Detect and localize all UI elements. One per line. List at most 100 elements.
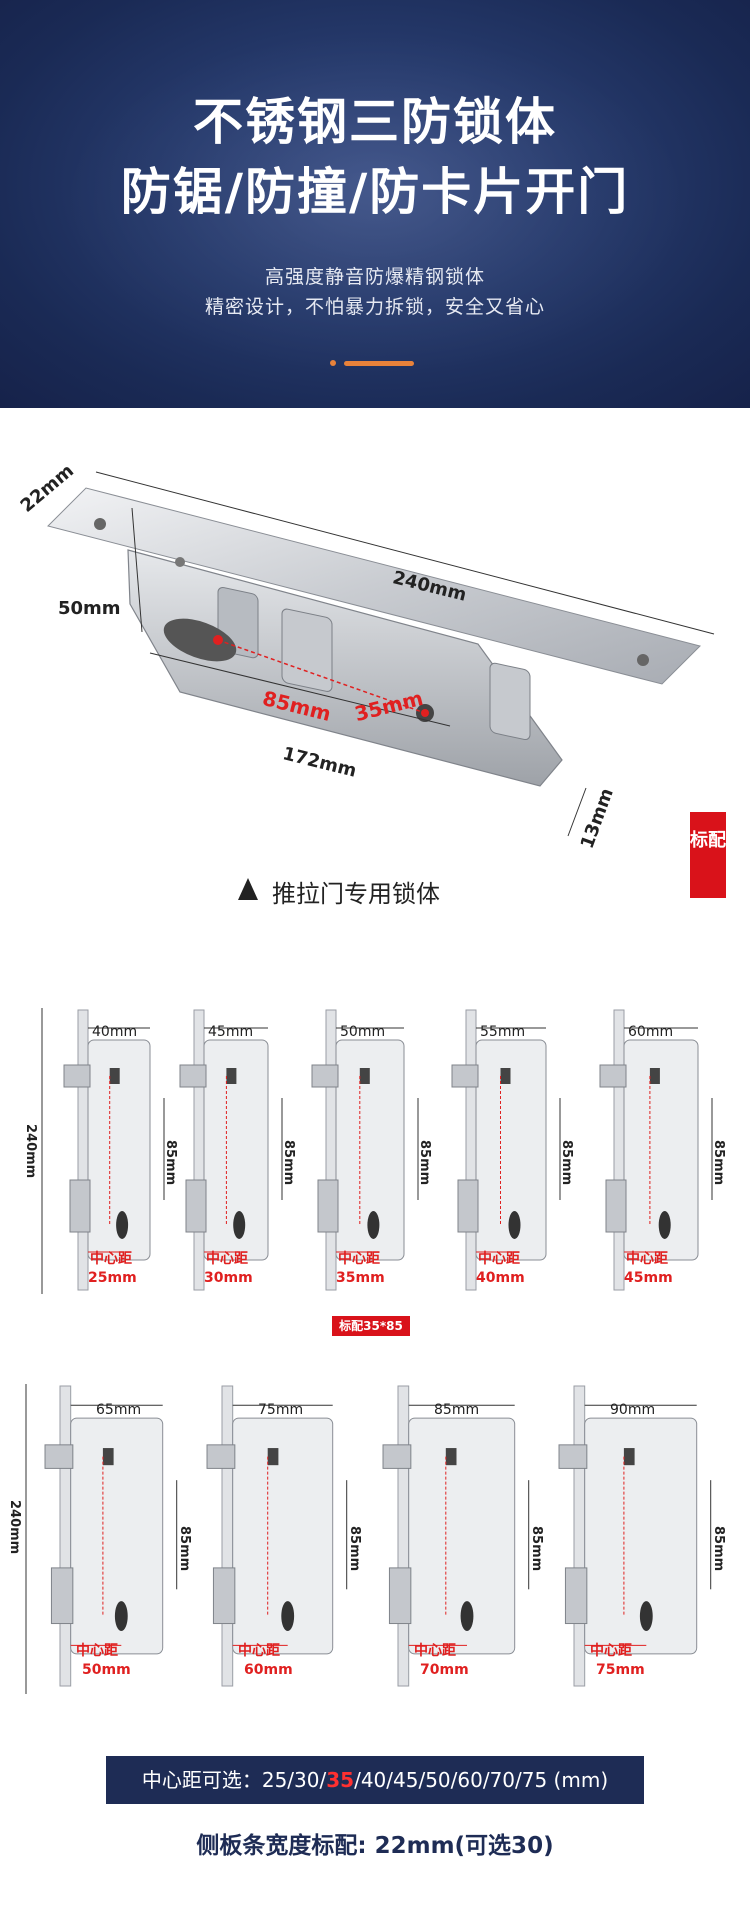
lock-faceplate xyxy=(325,1009,337,1291)
hero-divider xyxy=(330,360,420,366)
lock-cylinder xyxy=(233,1211,246,1239)
options-suffix: /40/45/50/60/70/75 (mm) xyxy=(354,1768,609,1792)
lock-latch xyxy=(206,1444,236,1469)
screw-hole xyxy=(94,518,106,530)
lock-spindle xyxy=(500,1068,511,1084)
lock-spindle xyxy=(267,1448,279,1466)
lock-deadbolt xyxy=(564,1567,588,1625)
lock-width-label: 75mm xyxy=(258,1402,304,1418)
lock-spindle xyxy=(649,1068,660,1084)
lock-center-label: 85mm xyxy=(529,1526,544,1572)
lock-width-label: 40mm xyxy=(92,1024,138,1040)
lock-center-tag: 中心距 xyxy=(238,1643,280,1659)
lock-center-label: 85mm xyxy=(559,1140,574,1186)
sliding-door-caption: 推拉门专用锁体 xyxy=(238,874,440,909)
lock-case xyxy=(232,1417,334,1655)
lock-spindle xyxy=(109,1068,120,1084)
main-lock-illustration xyxy=(47,471,715,837)
lock-distance-label: 75mm xyxy=(596,1662,645,1678)
lock-cylinder xyxy=(658,1211,671,1239)
screw-hole xyxy=(175,557,185,567)
lock-width-label: 50mm xyxy=(340,1024,386,1040)
lock-deadbolt xyxy=(457,1179,479,1233)
lock-center-tag: 中心距 xyxy=(414,1643,456,1659)
lock-center-tag: 中心距 xyxy=(76,1643,118,1659)
row1-height-label: 240mm xyxy=(23,1124,38,1179)
lock-deadbolt xyxy=(50,1567,74,1625)
divider-dot xyxy=(330,360,336,366)
lock-latch xyxy=(599,1064,627,1088)
lock-latch xyxy=(558,1444,588,1469)
dim-line-172 xyxy=(149,652,451,727)
lock-latch xyxy=(44,1444,74,1469)
standard-badge: 标配 xyxy=(690,812,726,898)
lock-distance-label: 70mm xyxy=(420,1662,469,1678)
lock-center-tag: 中心距 xyxy=(338,1251,380,1267)
lock-center-tag: 中心距 xyxy=(206,1251,248,1267)
lock-case xyxy=(335,1039,405,1261)
lock-faceplate xyxy=(397,1385,410,1687)
row2-height-label: 240mm xyxy=(7,1500,22,1555)
lock-width-label: 45mm xyxy=(208,1024,254,1040)
lock-case xyxy=(623,1039,699,1261)
lock-center-label: 85mm xyxy=(163,1140,178,1186)
lock-distance-label: 35mm xyxy=(336,1270,385,1286)
lock-deadbolt xyxy=(212,1567,236,1625)
lock-latch xyxy=(451,1064,479,1088)
lock-width-label: 60mm xyxy=(628,1024,674,1040)
lock-case xyxy=(408,1417,516,1655)
lock-center-label: 85mm xyxy=(281,1140,296,1186)
hero-subtitle-line1: 高强度静音防爆精钢锁体 xyxy=(264,266,485,288)
slide-bolt xyxy=(489,662,531,741)
lock-faceplate xyxy=(77,1009,89,1291)
lock-deadbolt xyxy=(69,1179,91,1233)
lock-distance-label: 60mm xyxy=(244,1662,293,1678)
lock-center-label: 85mm xyxy=(347,1526,362,1572)
caption-text: 推拉门专用锁体 xyxy=(272,880,440,908)
lock-center-tag: 中心距 xyxy=(90,1251,132,1267)
lock-spindle xyxy=(102,1448,114,1466)
lock-center-tag: 中心距 xyxy=(590,1643,632,1659)
lock-deadbolt xyxy=(185,1179,207,1233)
cylinder-hole xyxy=(163,618,237,662)
dim-line-50 xyxy=(131,507,143,633)
lock-case xyxy=(203,1039,269,1261)
lock-latch xyxy=(179,1064,207,1088)
lock-faceplate xyxy=(59,1385,72,1687)
center-distance-line xyxy=(217,639,426,714)
hero-title-line2: 防锯/防撞/防卡片开门 xyxy=(120,162,630,221)
lock-center-label: 85mm xyxy=(177,1526,192,1572)
lock-center-label: 85mm xyxy=(711,1526,726,1572)
lock-cylinder xyxy=(116,1211,129,1239)
divider-bar xyxy=(344,361,414,366)
faceplate-strip xyxy=(47,487,701,685)
lock-case xyxy=(70,1417,164,1655)
lock-faceplate xyxy=(221,1385,234,1687)
lock-faceplate xyxy=(573,1385,586,1687)
lock-faceplate xyxy=(613,1009,625,1291)
lock-width-label: 55mm xyxy=(480,1024,526,1040)
options-prefix: 中心距可选：25/30/ xyxy=(141,1768,327,1792)
lock-spindle xyxy=(226,1068,237,1084)
lock-center-label: 85mm xyxy=(711,1140,726,1186)
lock-cylinder xyxy=(367,1211,380,1239)
lock-case xyxy=(87,1039,151,1261)
lock-cylinder xyxy=(114,1601,128,1632)
lock-width-label: 90mm xyxy=(610,1402,656,1418)
standard-size-tag: 标配35*85 xyxy=(332,1316,410,1336)
lock-case xyxy=(475,1039,547,1261)
lock-width-label: 65mm xyxy=(96,1402,142,1418)
dim-50mm: 50mm xyxy=(58,598,121,619)
arrow-up-icon xyxy=(238,878,258,900)
lock-center-tag: 中心距 xyxy=(478,1251,520,1267)
lock-spindle xyxy=(623,1448,635,1466)
hero-subtitle-line2: 精密设计，不怕暴力拆锁，安全又省心 xyxy=(204,296,545,318)
lock-center-tag: 中心距 xyxy=(626,1251,668,1267)
hero-banner: 不锈钢三防锁体 防锯/防撞/防卡片开门 高强度静音防爆精钢锁体 精密设计，不怕暴… xyxy=(0,0,750,408)
lock-distance-label: 30mm xyxy=(204,1270,253,1286)
lock-deadbolt xyxy=(388,1567,412,1625)
lock-faceplate xyxy=(465,1009,477,1291)
lock-distance-label: 40mm xyxy=(476,1270,525,1286)
lock-spindle xyxy=(359,1068,370,1084)
lock-latch xyxy=(382,1444,412,1469)
